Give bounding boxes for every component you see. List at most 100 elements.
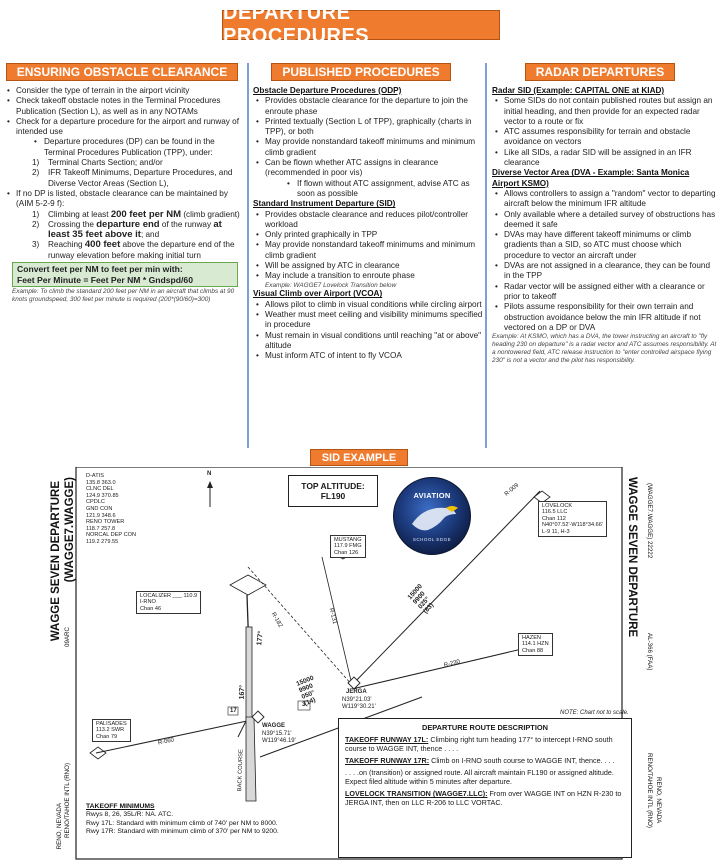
- numbered-item: 3)Reaching 400 feet above the departure …: [32, 239, 235, 260]
- lovelock-transition: LOVELOCK TRANSITION (WAGGE7.LLC): From o…: [345, 789, 622, 807]
- localizer-box: LOCALIZER ___ 110.9 I-RNO Chan 46: [136, 591, 202, 615]
- sid-chart-graphics: [75, 467, 623, 860]
- palisades-vortac: [89, 746, 107, 760]
- dva-item: Allows controllers to assign a "random" …: [492, 189, 718, 210]
- chart-title-right: WAGGE SEVEN DEPARTURE: [626, 477, 638, 638]
- sid-example-note: Example: WAGGE7 Lovelock Transition belo…: [265, 281, 397, 289]
- jerga-coords: N39°21.03' W119°30.21': [342, 697, 376, 710]
- chart-airport-left-2: RENO, NEVADA: [56, 803, 63, 850]
- chart-subtitle-right: (WAGGE7.WAGGE) 22222: [646, 483, 653, 559]
- sid-item: Provides obstacle clearance and reduces …: [253, 210, 483, 231]
- route-r182: [247, 566, 353, 686]
- localizer-symbol: [229, 574, 267, 596]
- wagge-fix: [251, 710, 265, 724]
- vcoa-item: Allows pilot to climb in visual conditio…: [253, 300, 483, 311]
- radar-sid-title: Radar SID (Example: CAPITAL ONE at KIAD): [492, 86, 665, 95]
- odp-item: Provides obstacle clearance for the depa…: [253, 96, 483, 117]
- column-obstacle-clearance: Consider the type of terrain in the airp…: [4, 86, 244, 304]
- route-r230: [351, 648, 523, 690]
- dva-item: DVAs may have different takeoff minimums…: [492, 230, 718, 261]
- vcoa-item: Weather must meet ceiling and visibility…: [253, 310, 483, 331]
- dva-item: Only available where a detailed survey o…: [492, 210, 718, 231]
- chart-subtitle-left-2: 09ARC: [64, 627, 71, 647]
- sid-item: May provide nonstandard takeoff minimums…: [253, 240, 483, 261]
- jerga-label: JERGA: [346, 689, 367, 695]
- example-note: Example: To climb the standard 200 feet …: [12, 288, 235, 303]
- wagge-label: WAGGE: [262, 723, 286, 729]
- chart-airport-right: RENO/TAHOE INTL (RNO): [646, 753, 653, 828]
- mustang-box: MUSTANG 117.9 FMG Chan 126: [330, 535, 366, 559]
- aviation-logo: AVIATION SCHOOL EDGE: [393, 477, 471, 555]
- chart-subtitle-left: (WAGGE7.WAGGE): [64, 477, 76, 583]
- section-header-radar: RADAR DEPARTURES: [525, 63, 675, 81]
- odp-item: Printed textually (Section L of TPP), gr…: [253, 117, 483, 138]
- section-header-obstacle: ENSURING OBSTACLE CLEARANCE: [6, 63, 238, 81]
- route-r131: [321, 556, 353, 686]
- odp-title: Obstacle Departure Procedures (ODP): [253, 86, 402, 95]
- back-course-feather: [245, 716, 257, 802]
- lovelock-box: LOVELOCK 116.5 LLC Chan 112 N40°07.52'-W…: [538, 501, 607, 538]
- chart-al-ref: AL-366 (FAA): [646, 633, 653, 671]
- takeoff-runway-17r: TAKEOFF RUNWAY 17R: Climb on I-RNO south…: [345, 756, 615, 765]
- top-altitude-box: TOP ALTITUDE: FL190: [288, 475, 378, 507]
- vcoa-title: Visual Climb over Airport (VCOA): [253, 289, 383, 299]
- section-header-published: PUBLISHED PROCEDURES: [271, 63, 451, 81]
- north-label: N: [207, 471, 212, 477]
- sid-chart: WAGGE SEVEN DEPARTURE (WAGGE7.WAGGE) 09A…: [50, 467, 664, 861]
- runway-17-label-box: [227, 706, 239, 716]
- column-published-procedures: Obstacle Departure Procedures (ODP) Prov…: [253, 86, 483, 362]
- dva-item: DVAs are not assigned in a clearance, th…: [492, 261, 718, 282]
- radar-sid-item: Some SIDs do not contain published route…: [492, 96, 718, 127]
- sub-bullet-dp-location: Departure procedures (DP) can be found i…: [4, 137, 244, 158]
- sid-title: Standard Instrument Departure (SID): [253, 199, 396, 209]
- runway-17-label: 17: [230, 708, 237, 714]
- jerga-fix: [347, 676, 361, 690]
- bullet-takeoff-notes: Check takeoff obstacle notes in the Term…: [4, 96, 244, 117]
- chart-airport-right-2: RENO, NEVADA: [655, 777, 662, 824]
- departure-route-description: DEPARTURE ROUTE DESCRIPTION TAKEOFF RUNW…: [338, 718, 632, 858]
- bullet-check-dp: Check for a departure procedure for the …: [4, 117, 244, 138]
- sid-item: Only printed graphically in TPP: [253, 230, 483, 241]
- conversion-formula-box: Convert feet per NM to feet per min with…: [12, 262, 238, 288]
- localizer-feather: [245, 626, 253, 720]
- jerga-mileage-box: [297, 700, 311, 711]
- page-title: DEPARTURE PROCEDURES: [222, 2, 500, 47]
- numbered-item: 2)IFR Takeoff Minimums, Departure Proced…: [32, 168, 233, 188]
- sid-example-header: SID EXAMPLE: [310, 449, 408, 466]
- sid-item: May include a transition to enroute phas…: [253, 271, 483, 282]
- wagge-coords: N39°15.71' W119°46.19': [262, 731, 296, 744]
- sid-item: Will be assigned by ATC in clearance: [253, 261, 483, 272]
- bullet-no-dp: If no DP is listed, obstacle clearance c…: [4, 189, 244, 210]
- numbered-item: 1)Climbing at least 200 feet per NM (cli…: [32, 208, 240, 220]
- chart-frame: [75, 467, 623, 860]
- heading-167: 167°: [238, 684, 247, 700]
- chart-title-left: WAGGE SEVEN DEPARTURE: [50, 481, 62, 642]
- takeoff-minimums: TAKEOFF MINIMUMS Rwys 8, 26, 35L/R: NA. …: [86, 803, 279, 836]
- vcoa-item: Must inform ATC of intent to fly VCOA: [253, 351, 483, 362]
- column-divider-left: [247, 63, 249, 448]
- vcoa-item: Must remain in visual conditions until r…: [253, 331, 483, 352]
- column-divider-right: [485, 63, 487, 448]
- odp-item: Can be flown whether ATC assigns in clea…: [253, 158, 483, 179]
- radar-sid-item: ATC assumes responsibility for terrain a…: [492, 127, 718, 148]
- numbered-item: 2)Crossing the departure end of the runw…: [32, 218, 222, 241]
- route-jerga-lovelock: [351, 490, 541, 686]
- odp-item: May provide nonstandard takeoff minimums…: [253, 137, 483, 158]
- route-r060: [95, 720, 248, 754]
- numbered-item: 1)Terminal Charts Section; and/or: [32, 158, 163, 168]
- bullet-terrain: Consider the type of terrain in the airp…: [4, 86, 244, 97]
- chart-note: NOTE: Chart not to scale.: [560, 710, 629, 716]
- dva-title: Diverse Vector Area (DVA - Example: Sant…: [492, 168, 690, 188]
- eagle-icon: [412, 506, 458, 531]
- palisades-box: PALISADES 113.2 SWR Chan 79: [92, 719, 131, 743]
- radar-sid-item: Like all SIDs, a radar SID will be assig…: [492, 148, 718, 169]
- chart-airport-left: RENO/TAHOE INTL (RNO): [64, 763, 71, 838]
- dva-item: Pilots assume responsibility for their o…: [492, 302, 718, 333]
- dva-example-note: Example: At KSMO, which has a DVA, the t…: [492, 333, 717, 364]
- north-arrow-head: [207, 481, 213, 488]
- hazen-box: HAZEN 114.1 HZN Chan 88: [518, 633, 553, 657]
- mileage-3-label: 3: [302, 702, 306, 708]
- odp-sub-item: If flown without ATC assignment, advise …: [253, 179, 483, 200]
- dva-item: Radar vector will be assigned either wit…: [492, 282, 718, 303]
